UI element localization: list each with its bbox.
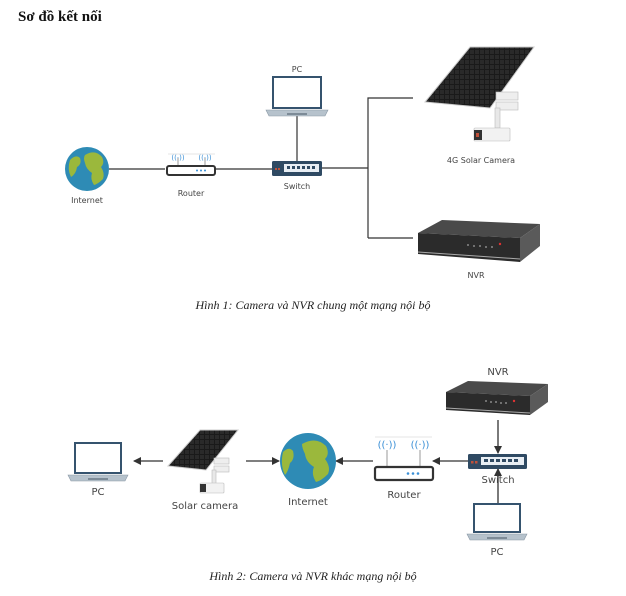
fig1-solar-camera: 4G Solar Camera	[424, 46, 535, 165]
laptop-icon	[466, 503, 528, 541]
globe-icon	[280, 433, 336, 489]
fig1-switch: Switch	[272, 161, 322, 191]
fig2-router: ((·)) ((·)) Router	[373, 436, 435, 501]
router-label: Router	[178, 189, 205, 198]
svg-text:((·)): ((·))	[171, 154, 184, 162]
nvr-label: NVR	[487, 367, 508, 378]
router-icon: ((·)) ((·))	[373, 436, 435, 482]
nvr-icon	[417, 220, 540, 262]
svg-text:((·)): ((·))	[411, 440, 430, 451]
solar-camera-label: 4G Solar Camera	[447, 156, 515, 165]
fig2-solar-camera: Solar camera	[166, 429, 240, 512]
fig1-nvr: NVR	[417, 220, 540, 280]
laptop-icon	[265, 76, 329, 117]
solar-camera-label: Solar camera	[172, 501, 238, 512]
figure-1-caption: Hình 1: Camera và NVR chung một mạng nội…	[195, 298, 431, 312]
svg-text:((·)): ((·))	[378, 440, 397, 451]
link-switch-camera	[367, 97, 413, 238]
pc-left-label: PC	[91, 487, 104, 498]
nvr-icon	[445, 381, 548, 415]
switch-label: Switch	[481, 475, 514, 486]
fig2-nvr: NVR	[445, 367, 548, 415]
solar-camera-icon	[166, 429, 240, 494]
globe-icon	[65, 147, 109, 191]
solar-camera-icon	[424, 46, 535, 142]
fig2-pc-left: PC	[67, 442, 129, 498]
fig1-connections	[109, 97, 413, 239]
switch-icon	[468, 454, 527, 469]
fig1-internet: Internet	[65, 147, 109, 205]
internet-label: Internet	[71, 196, 103, 205]
figure-1: Internet ((·)) ((·)) Router PC	[65, 46, 540, 280]
fig2-internet: Internet	[280, 433, 336, 508]
fig2-pc-bottom: PC	[466, 503, 528, 558]
page-title: Sơ đồ kết nối	[18, 9, 102, 25]
router-label: Router	[387, 490, 421, 501]
pc-bottom-label: PC	[490, 547, 503, 558]
fig2-switch: Switch	[468, 454, 527, 486]
internet-label: Internet	[288, 497, 328, 508]
laptop-icon	[67, 442, 129, 482]
nvr-label: NVR	[467, 271, 484, 280]
switch-icon	[272, 161, 322, 176]
router-icon: ((·)) ((·))	[166, 153, 216, 176]
svg-text:((·)): ((·))	[198, 154, 211, 162]
figure-2: PC Solar camera Internet	[67, 367, 548, 558]
fig2-connections	[133, 420, 502, 503]
pc-label: PC	[292, 65, 303, 74]
switch-label: Switch	[284, 182, 310, 191]
fig1-router: ((·)) ((·)) Router	[166, 153, 216, 198]
figure-2-caption: Hình 2: Camera và NVR khác mạng nội bộ	[209, 569, 417, 583]
fig1-pc: PC	[265, 65, 329, 117]
